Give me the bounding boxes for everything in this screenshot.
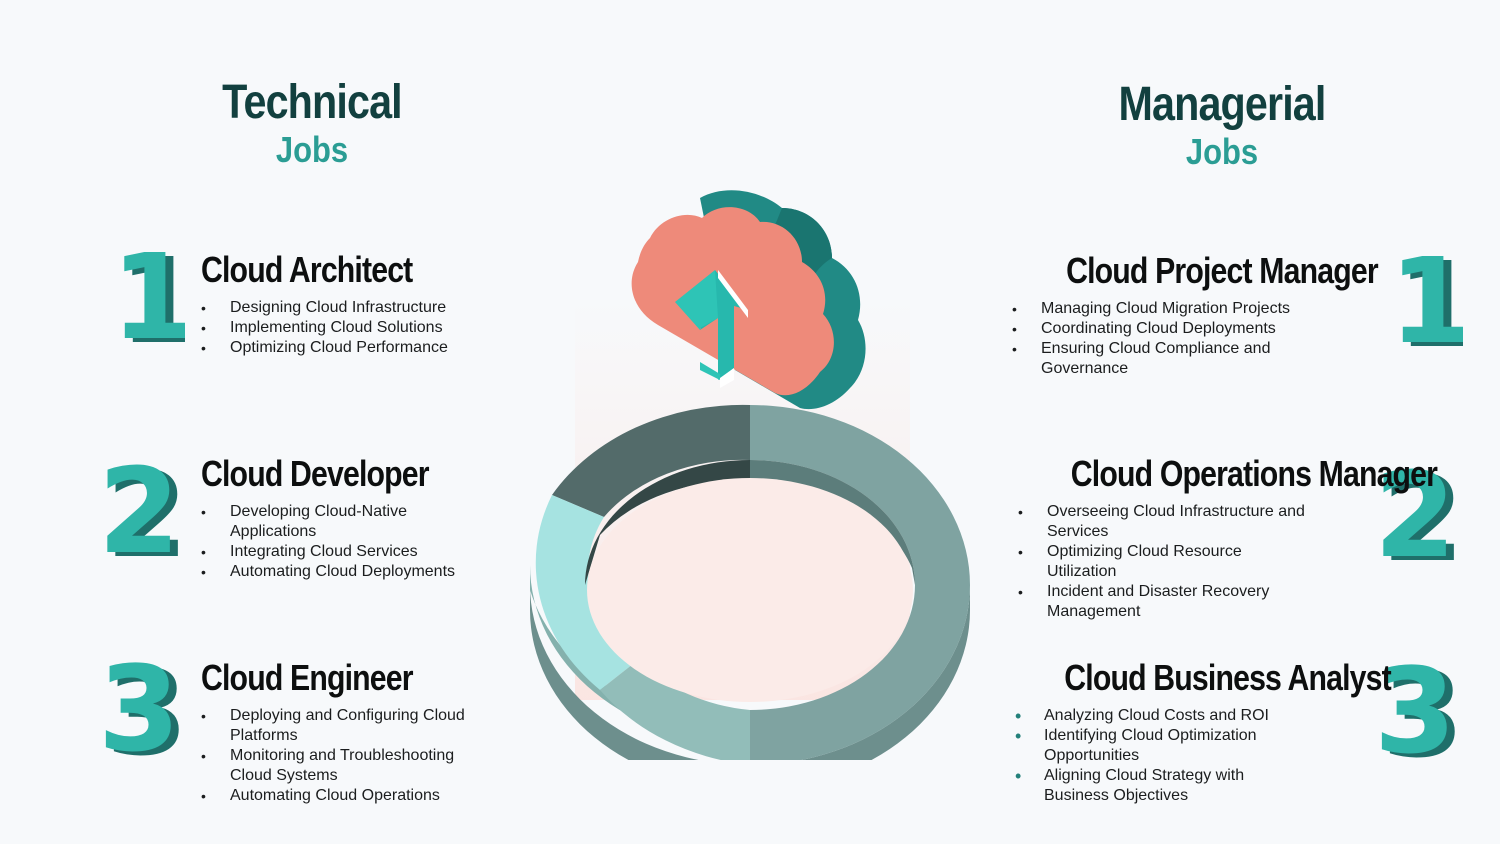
technical-heading: Technical Jobs bbox=[152, 76, 472, 170]
duty-item: Deploying and Configuring Cloud Platform… bbox=[201, 706, 480, 746]
duty-item: Automating Cloud Operations bbox=[201, 786, 481, 806]
duty-item: Identifying Cloud Optimization Opportuni… bbox=[1015, 726, 1294, 766]
number-1-right-icon: 1 1 bbox=[1389, 242, 1463, 362]
number-2-right-icon: 2 2 bbox=[1374, 454, 1460, 574]
job-duties: Developing Cloud-Native Applications Int… bbox=[201, 502, 471, 582]
managerial-heading-line1: Managerial bbox=[1118, 78, 1326, 131]
number-1-face: 1 bbox=[111, 240, 185, 360]
duty-item: Managing Cloud Migration Projects bbox=[1012, 299, 1350, 319]
duty-item: Coordinating Cloud Deployments bbox=[1012, 319, 1350, 339]
ring-hole bbox=[587, 478, 913, 702]
job-title: Cloud Engineer bbox=[201, 657, 414, 698]
technical-heading-line2: Jobs bbox=[275, 129, 349, 170]
job-cloud-project-manager: Cloud Project Manager Managing Cloud Mig… bbox=[1012, 250, 1379, 379]
number-2-right-shadow: 2 bbox=[1382, 454, 1460, 574]
job-cloud-engineer: Cloud Engineer Deploying and Configuring… bbox=[201, 657, 481, 807]
number-1-shadow: 1 bbox=[119, 240, 185, 360]
job-duties: Analyzing Cloud Costs and ROI Identifyin… bbox=[1015, 706, 1323, 806]
job-cloud-operations-manager: Cloud Operations Manager Overseeing Clou… bbox=[1018, 453, 1438, 622]
duty-item: Designing Cloud Infrastructure bbox=[201, 298, 501, 318]
job-duties: Overseeing Cloud Infrastructure and Serv… bbox=[1018, 502, 1348, 622]
job-title: Cloud Developer bbox=[201, 453, 430, 494]
number-1-right-shadow: 1 bbox=[1397, 242, 1463, 362]
job-duties: Designing Cloud Infrastructure Implement… bbox=[201, 298, 501, 358]
job-title: Cloud Architect bbox=[201, 249, 413, 290]
job-cloud-developer: Cloud Developer Developing Cloud-Native … bbox=[201, 453, 471, 583]
duty-item: Optimizing Cloud Performance bbox=[201, 338, 501, 358]
duty-item: Analyzing Cloud Costs and ROI bbox=[1015, 706, 1323, 726]
number-1-icon: 1 1 bbox=[111, 240, 185, 360]
number-2-icon: 2 2 bbox=[98, 450, 184, 570]
job-title: Cloud Business Analyst bbox=[1064, 657, 1391, 698]
ring-inner-wall-dark bbox=[585, 460, 750, 585]
duty-item: Implementing Cloud Solutions bbox=[201, 318, 501, 338]
managerial-heading: Managerial Jobs bbox=[1062, 78, 1382, 172]
number-3-right-shadow: 3 bbox=[1382, 650, 1460, 770]
duty-item: Automating Cloud Deployments bbox=[201, 562, 471, 582]
job-duties: Deploying and Configuring Cloud Platform… bbox=[201, 706, 481, 806]
job-title: Cloud Operations Manager bbox=[1070, 453, 1438, 494]
job-title: Cloud Project Manager bbox=[1066, 250, 1379, 291]
number-2-right-face: 2 bbox=[1374, 454, 1456, 574]
technical-heading-line1: Technical bbox=[222, 76, 402, 129]
duty-item: Overseeing Cloud Infrastructure and Serv… bbox=[1018, 502, 1327, 542]
ring-segment-top-left bbox=[552, 404, 750, 517]
duty-item: Optimizing Cloud Resource Utilization bbox=[1018, 542, 1287, 582]
number-3-face: 3 bbox=[98, 648, 180, 768]
number-3-icon: 3 3 bbox=[98, 648, 184, 768]
duty-item: Ensuring Cloud Compliance and Governance bbox=[1012, 339, 1291, 379]
ring-segment-right bbox=[750, 405, 970, 760]
number-3-right-face: 3 bbox=[1374, 650, 1456, 770]
duty-item: Integrating Cloud Services bbox=[201, 542, 471, 562]
duty-item: Aligning Cloud Strategy with Business Ob… bbox=[1015, 766, 1284, 806]
managerial-heading-line2: Jobs bbox=[1185, 131, 1259, 172]
cloud-upload-icon bbox=[631, 190, 866, 410]
job-duties: Managing Cloud Migration Projects Coordi… bbox=[1012, 299, 1350, 379]
job-cloud-architect: Cloud Architect Designing Cloud Infrastr… bbox=[201, 249, 501, 359]
number-3-shadow: 3 bbox=[106, 648, 184, 768]
number-2-face: 2 bbox=[98, 450, 180, 570]
number-2-shadow: 2 bbox=[106, 450, 184, 570]
ring-inner-wall bbox=[750, 460, 915, 585]
ring-segment-bottom-left bbox=[600, 660, 750, 760]
duty-item: Developing Cloud-Native Applications bbox=[201, 502, 430, 542]
number-3-right-icon: 3 3 bbox=[1374, 650, 1460, 770]
duty-item: Monitoring and Troubleshooting Cloud Sys… bbox=[201, 746, 480, 786]
ring-diagram-icon bbox=[530, 190, 970, 760]
number-1-right-face: 1 bbox=[1389, 242, 1463, 362]
job-cloud-business-analyst: Cloud Business Analyst Analyzing Cloud C… bbox=[1015, 657, 1392, 806]
duty-item: Incident and Disaster Recovery Managemen… bbox=[1018, 582, 1317, 622]
